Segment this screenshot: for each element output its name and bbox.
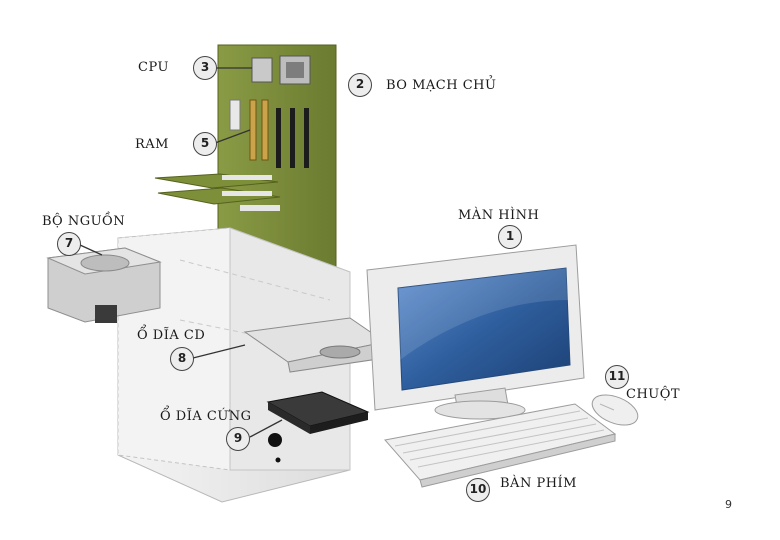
- page-number: 9: [725, 498, 732, 511]
- label-cpu: CPU: [138, 60, 169, 75]
- number-badge-hdd: 9: [226, 427, 250, 451]
- label-keyboard: BÀN PHÍM: [500, 476, 577, 491]
- label-psu: BỘ NGUỒN: [42, 214, 126, 229]
- label-motherboard: BO MẠCH CHỦ: [386, 78, 497, 93]
- number-badge-cpu: 3: [193, 56, 217, 80]
- hdd-graphic: [266, 391, 370, 434]
- label-cd-drive: Ổ DĨA CD: [137, 328, 206, 343]
- label-hdd: Ổ DĨA CỨNG: [160, 409, 252, 424]
- number-badge-keyboard: 10: [466, 478, 490, 502]
- monitor-graphic: [366, 244, 585, 420]
- motherboard-graphic: [154, 44, 337, 271]
- number-badge-motherboard: 2: [348, 73, 372, 97]
- psu-graphic: [46, 247, 162, 323]
- keyboard-graphic: [384, 403, 617, 488]
- label-monitor: MÀN HÌNH: [458, 208, 540, 223]
- number-badge-ram: 5: [193, 132, 217, 156]
- number-badge-mouse: 11: [605, 365, 629, 389]
- mouse-graphic: [591, 394, 639, 426]
- label-mouse: CHUỘT: [626, 387, 681, 402]
- number-badge-cd-drive: 8: [170, 347, 194, 371]
- number-badge-monitor: 1: [498, 225, 522, 249]
- number-badge-psu: 7: [57, 232, 81, 256]
- label-ram: RAM: [135, 137, 169, 152]
